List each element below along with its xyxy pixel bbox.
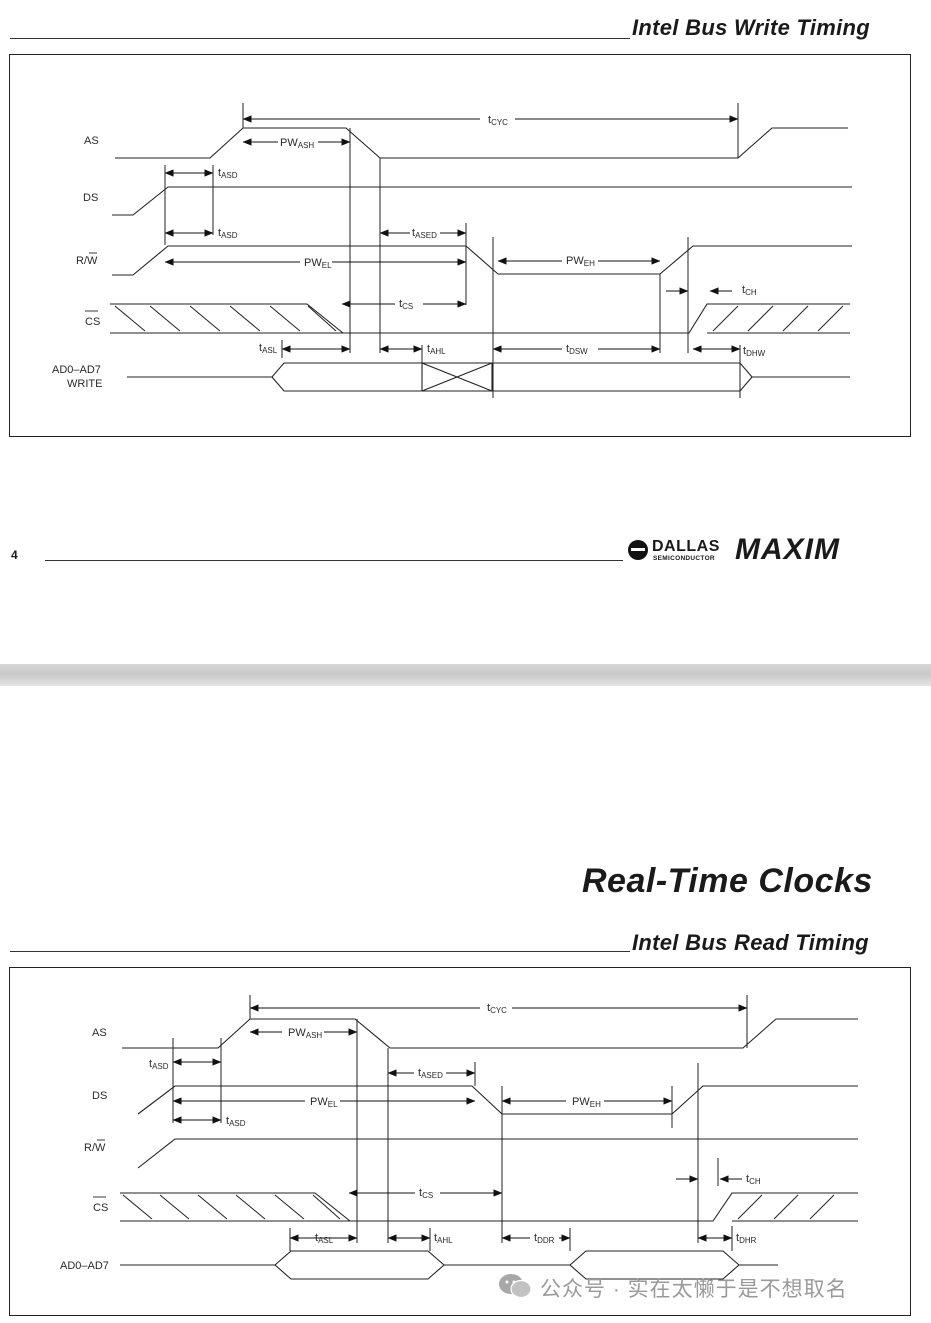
section-title-read: Intel Bus Read Timing bbox=[632, 930, 869, 955]
page-bottom: Real-Time Clocks Intel Bus Read Timing bbox=[0, 686, 931, 1323]
section-rule bbox=[10, 951, 630, 952]
svg-text:tCYC: tCYC bbox=[488, 114, 508, 127]
signal-ds: DS bbox=[83, 192, 98, 204]
section-title-write: Intel Bus Write Timing bbox=[632, 15, 871, 40]
svg-text:tASED: tASED bbox=[418, 1067, 443, 1080]
svg-text:tASD: tASD bbox=[149, 1058, 169, 1071]
svg-text:tCH: tCH bbox=[746, 1173, 761, 1186]
svg-text:tASL: tASL bbox=[315, 1232, 334, 1245]
signal-cs: CS bbox=[85, 316, 100, 328]
svg-text:PWEL: PWEL bbox=[304, 257, 332, 270]
svg-text:tCYC: tCYC bbox=[487, 1002, 507, 1015]
svg-text:PWASH: PWASH bbox=[288, 1027, 322, 1040]
svg-text:tASD: tASD bbox=[218, 167, 238, 180]
svg-text:tDSW: tDSW bbox=[566, 343, 588, 356]
svg-text:tASL: tASL bbox=[259, 342, 278, 355]
footer-rule bbox=[45, 560, 623, 561]
page-number: 4 bbox=[11, 548, 18, 562]
svg-text:tDDR: tDDR bbox=[534, 1232, 555, 1245]
svg-text:tCS: tCS bbox=[399, 298, 413, 311]
svg-text:tCS: tCS bbox=[419, 1187, 433, 1200]
signal-rw: R/W bbox=[84, 1142, 106, 1154]
dallas-logo-bar bbox=[631, 548, 645, 551]
signal-ad: AD0–AD7 bbox=[52, 364, 101, 376]
read-timing-svg: AS DS R/W CS AD0–AD7 tCYC PWASH tASD tAS… bbox=[60, 995, 858, 1280]
write-timing-svg: AS DS R/W CS AD0–AD7 WRITE tCYC PWASH tA… bbox=[52, 103, 852, 398]
write-timing-diagram: AS DS R/W CS AD0–AD7 WRITE tCYC PWASH tA… bbox=[9, 54, 911, 437]
svg-text:tASD: tASD bbox=[218, 227, 238, 240]
svg-text:tASD: tASD bbox=[226, 1115, 246, 1128]
page-big-title: Real-Time Clocks bbox=[582, 862, 873, 900]
svg-text:tAHL: tAHL bbox=[434, 1232, 453, 1245]
svg-text:tDHR: tDHR bbox=[736, 1232, 757, 1245]
signal-ad: AD0–AD7 bbox=[60, 1260, 109, 1272]
svg-text:PWEH: PWEH bbox=[572, 1096, 601, 1109]
signal-rw: R/W bbox=[76, 255, 98, 267]
svg-text:tCH: tCH bbox=[742, 284, 757, 297]
signal-ds: DS bbox=[92, 1090, 107, 1102]
svg-text:PWEL: PWEL bbox=[310, 1096, 338, 1109]
svg-text:PWASH: PWASH bbox=[280, 137, 314, 150]
wechat-icon bbox=[498, 1273, 532, 1299]
svg-text:PWEH: PWEH bbox=[566, 255, 595, 268]
page-gap bbox=[0, 664, 931, 686]
section-rule bbox=[10, 38, 630, 39]
svg-text:tAHL: tAHL bbox=[427, 343, 446, 356]
signal-write: WRITE bbox=[67, 378, 102, 390]
svg-text:tDHW: tDHW bbox=[743, 345, 766, 358]
page-top: Intel Bus Write Timing bbox=[9, 15, 911, 566]
signal-as: AS bbox=[84, 135, 99, 147]
signal-as: AS bbox=[92, 1027, 107, 1039]
maxim-logo: MAXIM bbox=[735, 533, 840, 566]
dallas-logo-text: DALLAS bbox=[652, 538, 720, 555]
semiconductor-text: SEMICONDUCTOR bbox=[653, 555, 715, 562]
watermark-text: 公众号 · 实在太懒于是不想取名 bbox=[540, 1278, 848, 1301]
svg-text:tASED: tASED bbox=[412, 227, 437, 240]
read-timing-diagram: AS DS R/W CS AD0–AD7 tCYC PWASH tASD tAS… bbox=[9, 967, 911, 1316]
signal-cs: CS bbox=[93, 1202, 108, 1214]
